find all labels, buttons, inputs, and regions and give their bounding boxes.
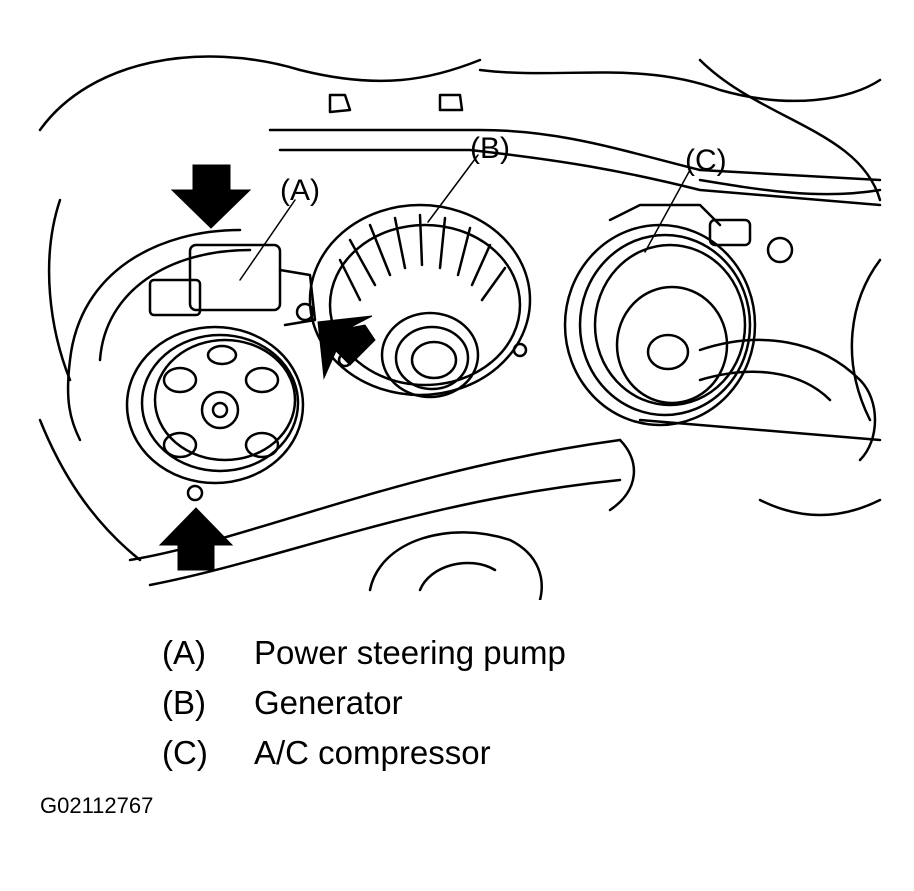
figure-id: G02112767 — [40, 793, 154, 818]
legend-label: Generator — [254, 684, 403, 721]
power-steering-pump — [125, 243, 317, 502]
legend-row: (A) Power steering pump — [162, 628, 566, 678]
crank-pulley — [368, 531, 543, 600]
ac-compressor — [563, 203, 794, 427]
leader-lines — [239, 154, 691, 281]
legend-row: (C) A/C compressor — [162, 728, 566, 778]
callout-b: (B) — [470, 132, 510, 165]
callout-a: (A) — [280, 174, 320, 207]
legend-label: A/C compressor — [254, 734, 491, 771]
engine-illustration: (A) (B) (C) — [38, 55, 882, 600]
callout-c: (C) — [685, 144, 727, 177]
legend: (A) Power steering pump (B) Generator (C… — [162, 628, 566, 778]
legend-label: Power steering pump — [254, 634, 566, 671]
generator — [308, 203, 532, 399]
legend-row: (B) Generator — [162, 678, 566, 728]
hoses-and-pipes — [66, 128, 882, 587]
arrow-up-icon — [158, 507, 234, 571]
arrow-down-icon — [170, 164, 252, 229]
legend-key: (C) — [162, 734, 208, 771]
engine-background-outline — [38, 55, 882, 562]
legend-key: (B) — [162, 684, 206, 721]
legend-key: (A) — [162, 634, 206, 671]
arrow-diagonal-icon — [317, 315, 376, 380]
